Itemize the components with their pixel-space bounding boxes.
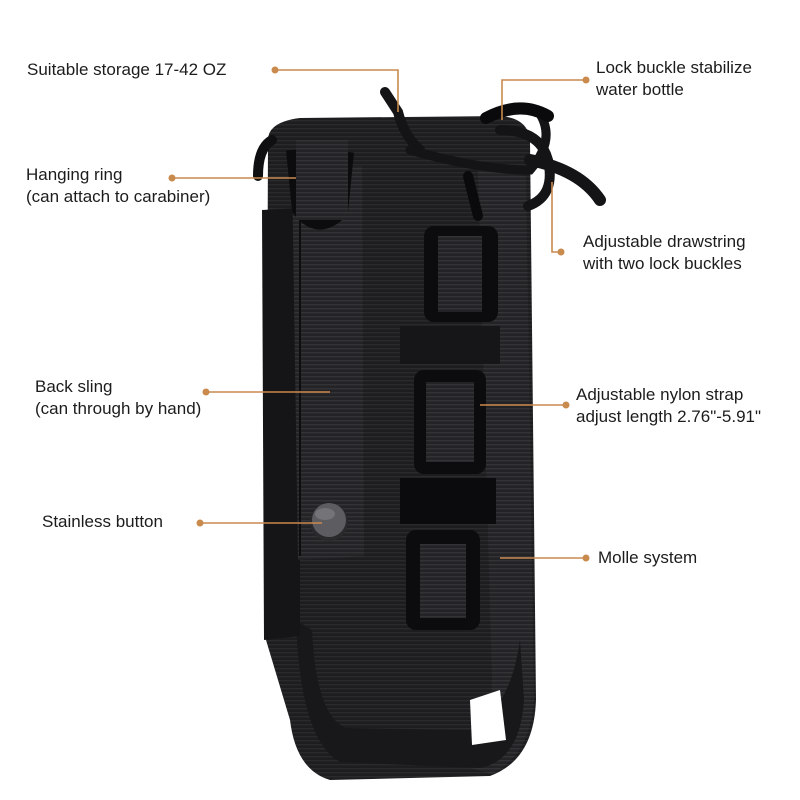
- callout-back-sling-line2: (can through by hand): [35, 399, 202, 418]
- callout-drawstring: Adjustable drawstring with two lock buck…: [583, 231, 746, 275]
- callout-button-line1: Stainless button: [42, 512, 163, 531]
- holder-body: [266, 116, 536, 780]
- stainless-button: [310, 503, 348, 541]
- callout-lock-buckle-line1: Lock buckle stabilize: [596, 58, 752, 77]
- callout-button: Stainless button: [42, 511, 163, 533]
- back-sling: [262, 166, 364, 640]
- callout-hanging-ring-line1: Hanging ring: [26, 165, 123, 184]
- callout-back-sling-line1: Back sling: [35, 377, 113, 396]
- drawstring: [380, 87, 606, 221]
- molle-buckles: [400, 226, 500, 630]
- callout-molle-line1: Molle system: [598, 548, 698, 567]
- callout-nylon-strap: Adjustable nylon strap adjust length 2.7…: [576, 384, 761, 428]
- callout-storage: Suitable storage 17-42 OZ: [27, 59, 226, 81]
- callout-nylon-strap-line2: adjust length 2.76"-5.91": [576, 407, 762, 426]
- callout-drawstring-line2: with two lock buckles: [583, 254, 742, 273]
- callout-drawstring-line1: Adjustable drawstring: [583, 232, 746, 251]
- callout-lock-buckle: Lock buckle stabilize water bottle: [596, 57, 752, 101]
- leader-lines: [168, 66, 590, 562]
- callout-storage-line1: Suitable storage 17-42 OZ: [27, 60, 227, 79]
- callout-nylon-strap-line1: Adjustable nylon strap: [576, 385, 744, 404]
- callout-hanging-ring-line2: (can attach to carabiner): [26, 187, 211, 206]
- callout-lock-buckle-line2: water bottle: [596, 80, 684, 99]
- callout-back-sling: Back sling (can through by hand): [35, 376, 201, 420]
- callout-hanging-ring: Hanging ring (can attach to carabiner): [26, 164, 210, 208]
- callout-molle: Molle system: [598, 547, 697, 569]
- hanging-ring: [253, 135, 354, 230]
